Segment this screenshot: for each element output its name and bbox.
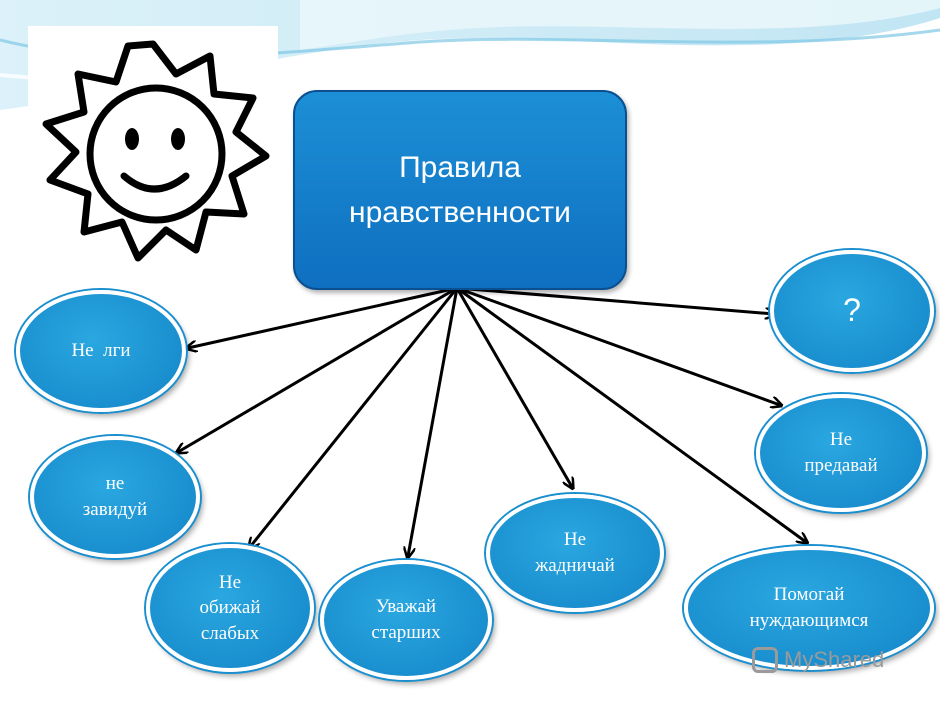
node-ne-predavay-label: Не предавай [804, 429, 878, 476]
node-pomogay-label: Помогай нуждающимся [749, 584, 869, 631]
node-ne-predavay: Не предавай [756, 394, 926, 512]
node-pomogay: Помогай нуждающимся [684, 546, 934, 670]
sun-panel [28, 26, 278, 276]
node-ne-obizhay-label: Не обижай слабых [199, 571, 261, 644]
arrow-to-ne-predavay [456, 286, 780, 405]
arrow-to-ne-zaviduy [178, 286, 458, 452]
node-ne-zhadnichay: Не жадничай [486, 494, 664, 612]
arrow-to-ne-zhadnichay [455, 287, 572, 487]
node-ne-lgi-label: Не лги [71, 340, 131, 362]
arrow-to-ne-lgi [188, 286, 458, 348]
node-ne-zhadnichay-label: Не жадничай [535, 529, 615, 576]
watermark: MyShared [752, 640, 912, 680]
smiling-sun-icon [42, 40, 270, 262]
node-uvazhay: Уважай старших [320, 560, 492, 680]
node-uvazhay-label: Уважай старших [371, 596, 441, 643]
node-question-label: ? [843, 292, 861, 329]
node-ne-obizhay: Не обижай слабых [146, 544, 314, 672]
node-ne-zaviduy: не завидуй [30, 436, 200, 558]
watermark-text: MyShared [784, 647, 885, 672]
arrow-to-question [456, 286, 774, 314]
central-topic-title: Правила нравственности [349, 151, 571, 229]
arrow-to-uvazhay [408, 287, 459, 556]
central-topic-box: Правила нравственности [293, 90, 627, 290]
node-question: ? [770, 250, 934, 372]
arrow-to-pomogay [456, 286, 806, 542]
node-ne-zaviduy-label: не завидуй [82, 473, 148, 520]
watermark-logo-icon [752, 647, 778, 673]
node-ne-lgi: Не лги [16, 290, 186, 412]
arrow-to-ne-obizhay [250, 287, 459, 547]
